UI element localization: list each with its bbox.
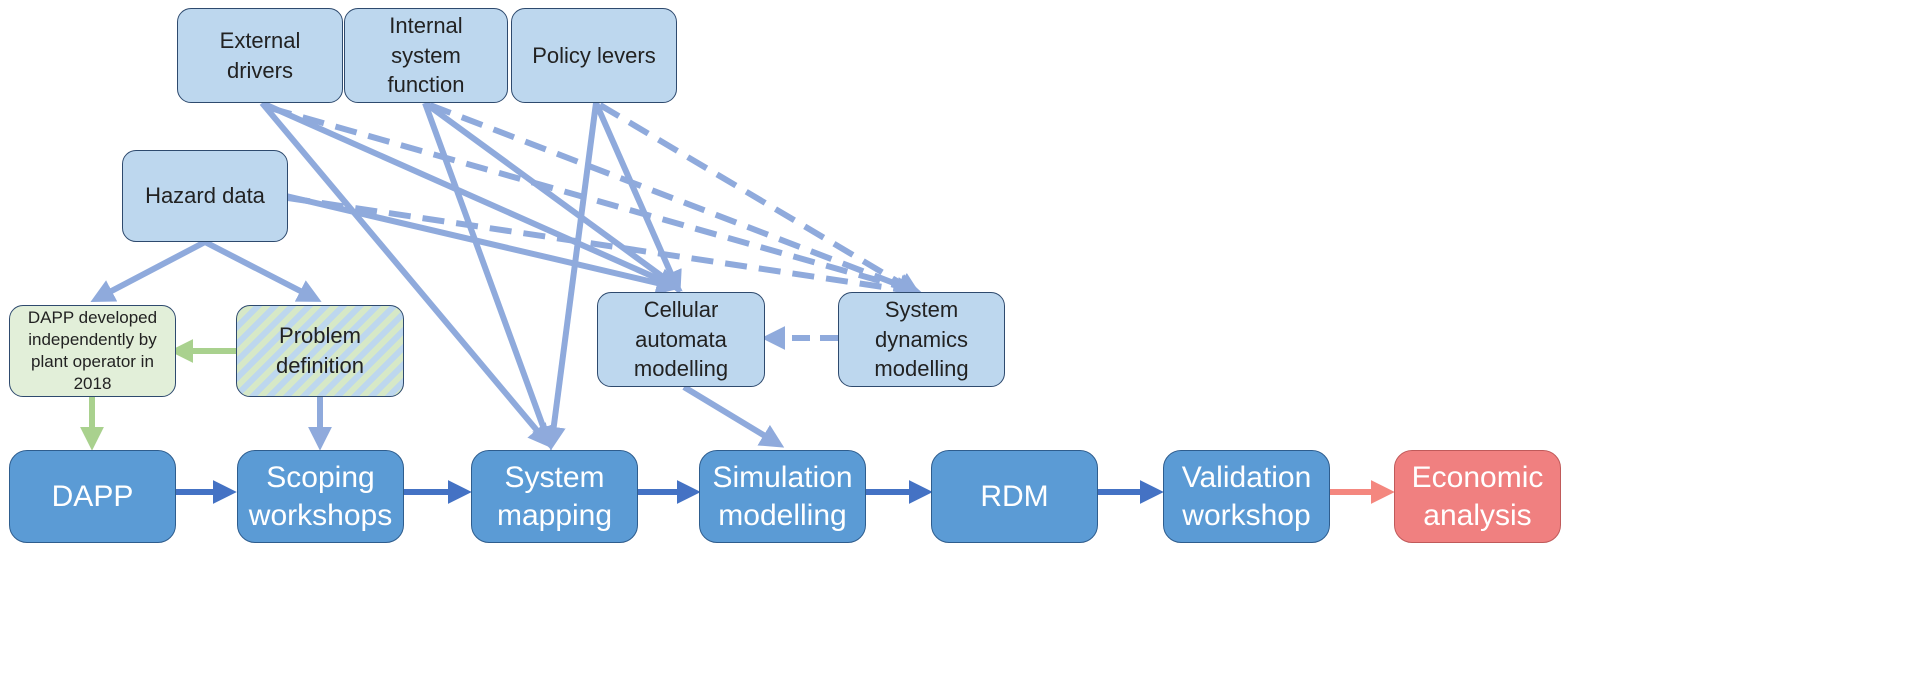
node-problem-definition: Problem definition [236, 305, 404, 397]
node-policy-levers: Policy levers [511, 8, 677, 103]
arrow-policy-to-system-mapping [541, 102, 599, 451]
arrow-hazard-to-cellular-automata [285, 193, 681, 295]
node-internal-system-function: Internal system function [344, 8, 508, 103]
node-label: System dynamics modelling [874, 296, 969, 382]
node-system-mapping: System mapping [471, 450, 638, 543]
node-label: RDM [980, 479, 1049, 513]
node-label: DAPP developed independently by plant op… [27, 307, 158, 394]
node-hazard-data: Hazard data [122, 150, 288, 242]
node-label: System mapping [496, 461, 613, 532]
node-label: Problem definition [275, 323, 365, 378]
arrow-policy-to-system-dynamics [598, 102, 922, 296]
arrow-external-to-system-dynamics [269, 105, 923, 298]
arrow-hazard-to-system-dynamics [287, 195, 921, 301]
arrow-internal-to-system-mapping [422, 101, 555, 451]
arrow-cellular-automata-to-simulation [682, 384, 785, 448]
arrow-external-to-system-mapping [259, 101, 552, 449]
node-economic-analysis: Economic analysis [1394, 450, 1561, 543]
node-system-dynamics: System dynamics modelling [838, 292, 1005, 387]
node-label: Hazard data [145, 183, 265, 209]
arrow-external-to-cellular-automata [260, 100, 682, 291]
node-dapp: DAPP [9, 450, 176, 543]
node-external-drivers: External drivers [177, 8, 343, 103]
node-label: Scoping workshops [248, 461, 393, 532]
node-label: Policy levers [532, 42, 656, 68]
node-scoping-workshops: Scoping workshops [237, 450, 404, 543]
node-validation-workshop: Validation workshop [1163, 450, 1330, 543]
node-dapp-developed: DAPP developed independently by plant op… [9, 305, 176, 397]
node-simulation-modelling: Simulation modelling [699, 450, 866, 543]
node-label: Economic analysis [1411, 461, 1544, 532]
arrow-internal-to-system-dynamics [428, 102, 923, 297]
node-label: Internal system function [387, 12, 465, 98]
node-rdm: RDM [931, 450, 1098, 543]
node-label: Cellular automata modelling [633, 296, 729, 382]
node-label: Simulation modelling [712, 461, 853, 532]
node-label: Validation workshop [1181, 461, 1312, 532]
arrow-hazard-to-dapp-developed [90, 239, 207, 303]
arrow-internal-to-cellular-automata [423, 100, 683, 292]
node-label: DAPP [51, 479, 134, 513]
arrow-hazard-to-problem-definition [203, 239, 322, 302]
node-label: External drivers [219, 27, 301, 83]
node-cellular-automata: Cellular automata modelling [597, 292, 765, 387]
